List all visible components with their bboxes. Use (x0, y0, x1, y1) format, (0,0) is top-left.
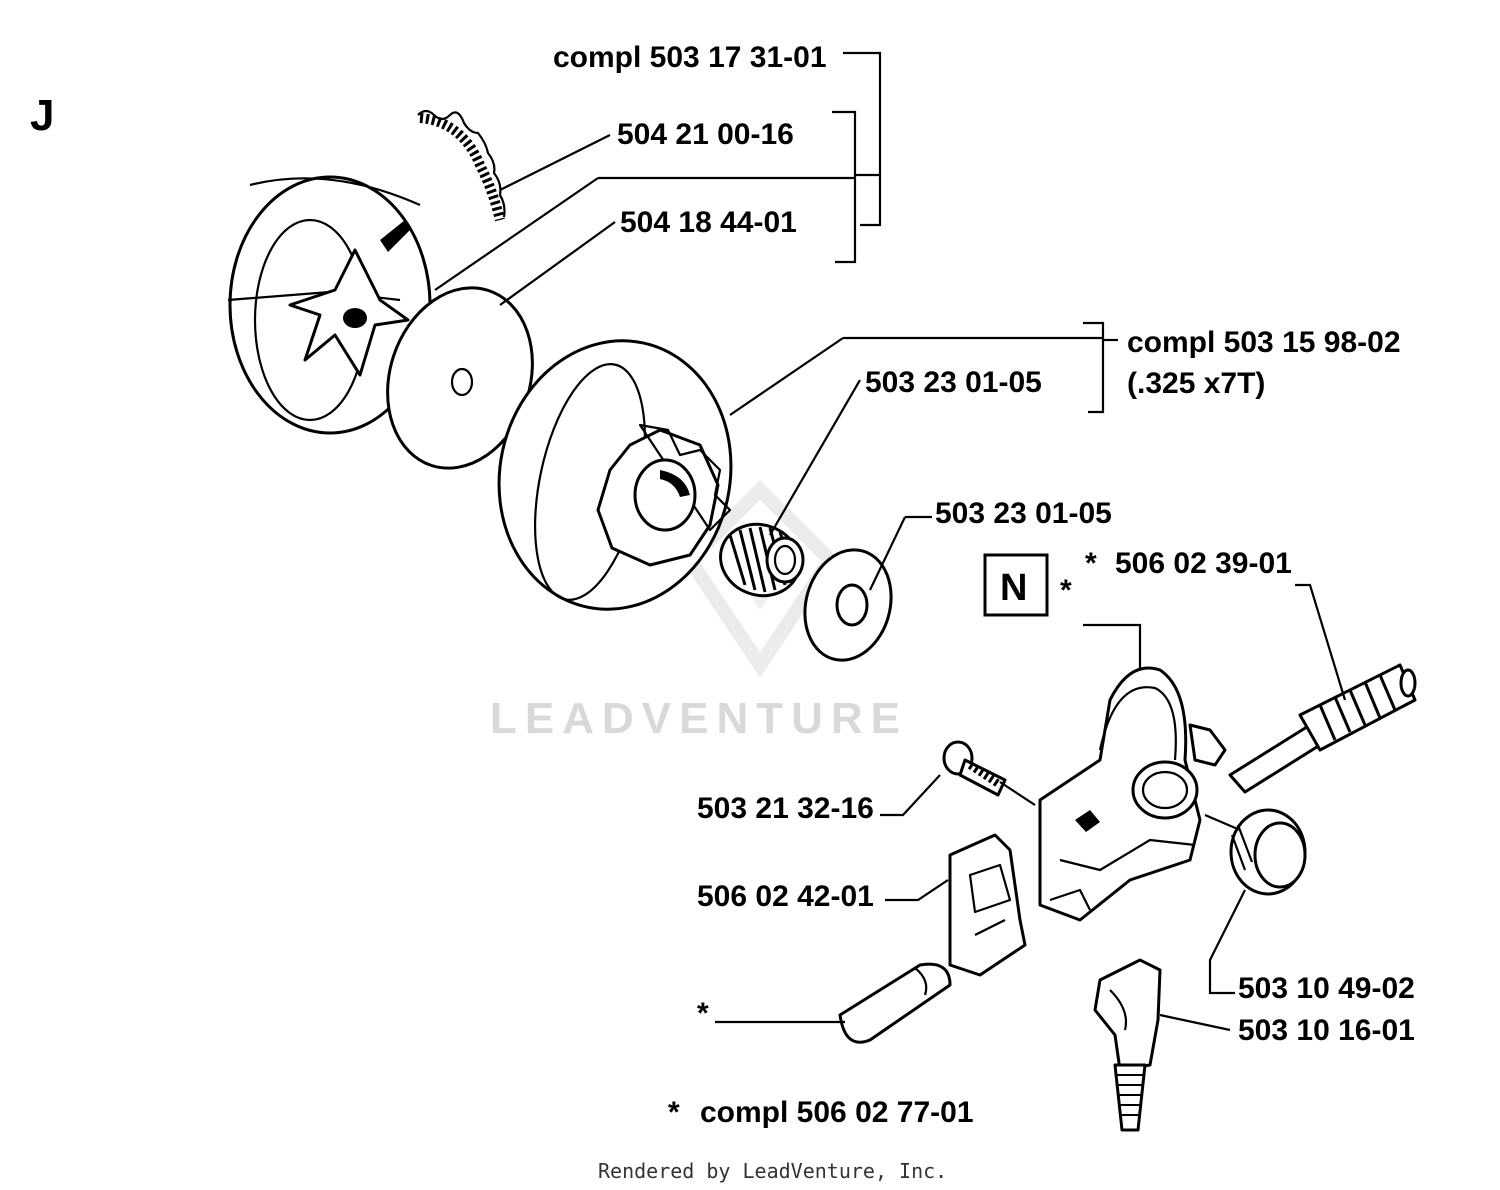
label-pump-cover: 506 02 42-01 (697, 880, 874, 913)
label-spring: 504 21 00-16 (617, 118, 794, 151)
label-washer-disc: 504 18 44-01 (620, 206, 797, 239)
label-pump-kit-star: * (668, 1096, 680, 1129)
clutch-part (227, 175, 432, 435)
pump-shaft-part (1228, 663, 1417, 794)
pump-cover-part (948, 833, 1027, 977)
section-letter: J (30, 91, 54, 140)
label-n-star: * (1060, 574, 1072, 607)
label-drive-shaft: 503 10 16-01 (1238, 1014, 1415, 1047)
label-screw: 503 21 32-16 (697, 792, 874, 825)
watermark-text: LEADVENTURE (490, 694, 908, 743)
label-clutch-assembly: compl 503 17 31-01 (553, 41, 827, 74)
felt-pad-part (838, 962, 952, 1044)
footer-credit: Rendered by LeadVenture, Inc. (598, 1159, 947, 1183)
label-drum-spec: (.325 x7T) (1127, 367, 1265, 400)
clutch-drum-part (497, 339, 733, 611)
label-felt-pad-star: * (697, 997, 709, 1030)
label-oil-pump-star: * (1085, 547, 1097, 580)
label-washer: 503 23 01-05 (935, 497, 1112, 530)
oil-pump-part (1038, 666, 1227, 922)
washer-part (803, 548, 893, 662)
needle-bearing-part (719, 522, 805, 598)
spring-part (417, 109, 506, 222)
label-drum-assembly: compl 503 15 98-02 (1127, 326, 1401, 359)
worm-gear-part (1229, 808, 1307, 896)
n-reference-label: N (1000, 567, 1027, 609)
label-needle-bearing: 503 23 01-05 (865, 366, 1042, 399)
drive-shaft-part (1093, 958, 1162, 1132)
label-oil-pump: 506 02 39-01 (1115, 547, 1292, 580)
screw-part (942, 740, 1007, 797)
n-reference-box (983, 553, 1049, 617)
leader-lines (434, 51, 1347, 1032)
label-pump-kit: compl 506 02 77-01 (700, 1096, 974, 1129)
label-worm-gear: 503 10 49-02 (1238, 972, 1415, 1005)
